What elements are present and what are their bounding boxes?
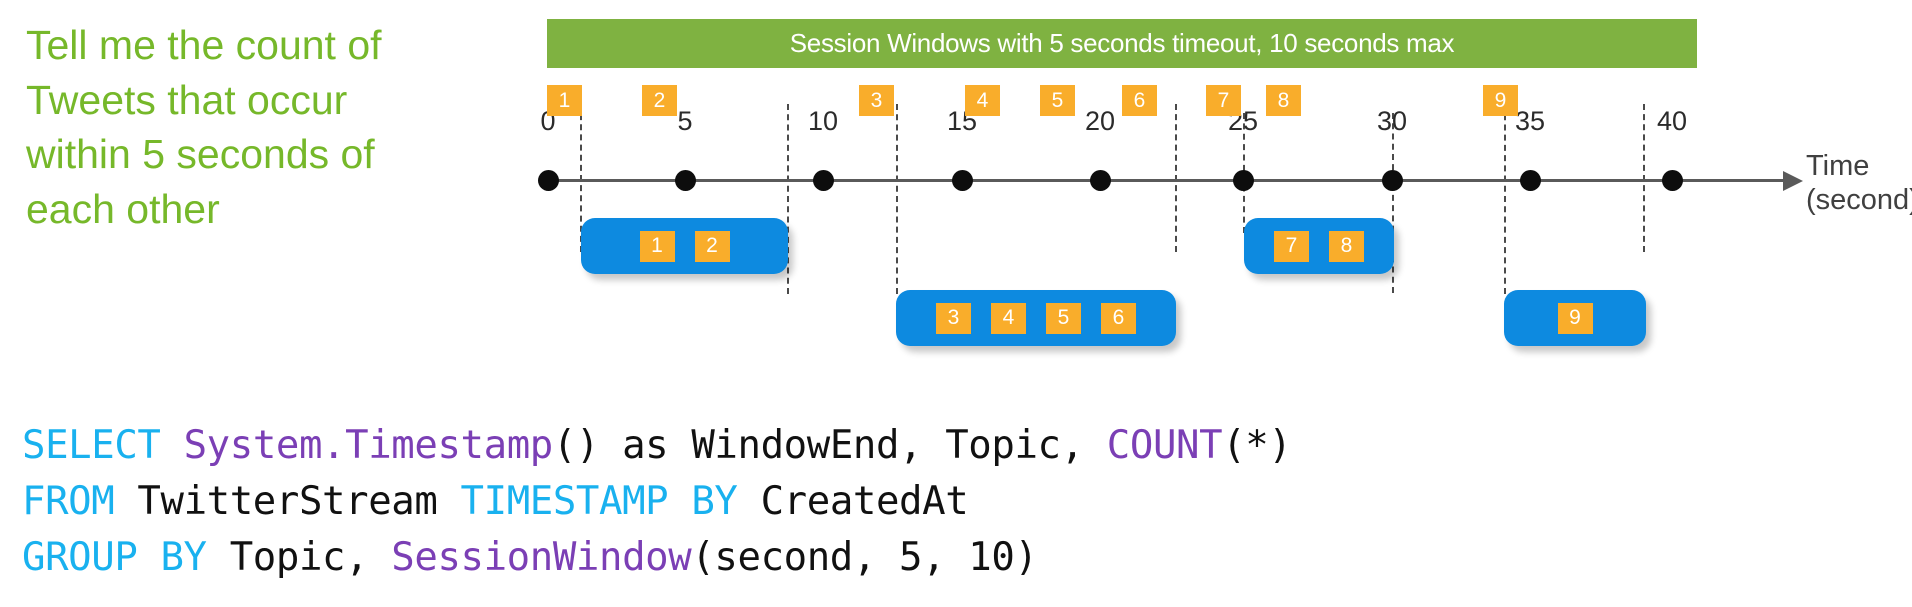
session-event-badge: 3 xyxy=(936,302,971,334)
sql-token: COUNT xyxy=(1106,423,1223,468)
window-boundary-line xyxy=(580,104,582,252)
prompt-text: Tell me the count of Tweets that occur w… xyxy=(26,18,496,236)
time-axis-tick-label: 35 xyxy=(1514,106,1546,136)
event-badge: 3 xyxy=(859,85,894,116)
event-badge: 4 xyxy=(965,85,1000,116)
time-axis-event-dot xyxy=(1382,170,1403,191)
time-axis-tick-label: 10 xyxy=(807,106,839,136)
event-badge: 5 xyxy=(1040,85,1075,116)
prompt-line-3: within 5 seconds of xyxy=(26,131,375,178)
session-event-badge: 8 xyxy=(1329,230,1364,262)
sql-token: TwitterStream xyxy=(114,479,461,525)
session-window-banner: Session Windows with 5 seconds timeout, … xyxy=(547,19,1697,68)
event-badge: 9 xyxy=(1483,85,1518,116)
prompt-line-2: Tweets that occur xyxy=(26,76,348,123)
sql-token: TIMESTAMP BY xyxy=(460,479,738,525)
time-axis-tick-label: 30 xyxy=(1376,106,1408,136)
time-axis-event-dot xyxy=(952,170,973,191)
event-badge: 2 xyxy=(642,85,677,116)
sql-token: FROM xyxy=(22,479,115,525)
sql-line: FROM TwitterStream TIMESTAMP BY CreatedA… xyxy=(22,474,1882,530)
session-event-badge: 7 xyxy=(1274,230,1309,262)
session-event-badge: 6 xyxy=(1101,302,1136,334)
sql-token: (second, 5, 10) xyxy=(691,535,1038,581)
sql-token: CreatedAt xyxy=(737,479,969,525)
time-axis-tick-label: 5 xyxy=(677,106,693,136)
sql-token: (*) xyxy=(1222,423,1292,468)
event-badge: 6 xyxy=(1122,85,1157,116)
window-boundary-line xyxy=(1175,104,1177,252)
sql-token xyxy=(160,423,183,468)
event-badge: 7 xyxy=(1206,85,1241,116)
time-axis-event-dot xyxy=(1233,170,1254,191)
event-badge: 1 xyxy=(547,85,582,116)
session-event-badge: 1 xyxy=(639,230,675,262)
sql-token: SELECT xyxy=(22,423,161,468)
sql-line: SELECT System.Timestamp() as WindowEnd, … xyxy=(22,418,1882,474)
event-badge: 8 xyxy=(1266,85,1301,116)
time-axis-event-dot xyxy=(1090,170,1111,191)
time-axis-caption: Time (second) xyxy=(1806,150,1912,218)
sql-token: GROUP BY xyxy=(22,535,207,581)
time-axis-event-dot xyxy=(675,170,696,191)
sql-token: System.Timestamp xyxy=(183,423,554,468)
session-event-badge: 4 xyxy=(991,302,1026,334)
sql-line: GROUP BY Topic, SessionWindow(second, 5,… xyxy=(22,530,1882,586)
session-window-4: 9 xyxy=(1504,290,1646,346)
sql-token: SessionWindow xyxy=(391,535,692,581)
window-boundary-line xyxy=(1392,113,1394,293)
prompt-line-4: each other xyxy=(26,185,220,232)
session-event-badge: 5 xyxy=(1046,302,1081,334)
time-axis-event-dot xyxy=(1662,170,1683,191)
time-axis-event-dot xyxy=(538,170,559,191)
session-event-badge: 2 xyxy=(694,230,730,262)
banner-title: Session Windows with 5 seconds timeout, … xyxy=(789,28,1455,58)
window-boundary-line xyxy=(1504,104,1506,294)
sql-query: SELECT System.Timestamp() as WindowEnd, … xyxy=(22,418,1882,586)
time-axis-tick-label: 40 xyxy=(1656,106,1688,136)
window-boundary-line xyxy=(1643,104,1645,252)
sql-token: () as WindowEnd, Topic, xyxy=(552,423,1107,468)
time-axis-tick-label: 20 xyxy=(1084,106,1116,136)
time-axis-line xyxy=(545,179,1790,182)
time-axis-arrow-icon xyxy=(1783,171,1803,191)
time-axis-event-dot xyxy=(813,170,834,191)
time-axis-event-dot xyxy=(1520,170,1541,191)
time-axis-caption-line1: Time xyxy=(1806,150,1870,182)
time-axis-caption-line2: (second) xyxy=(1806,183,1912,216)
window-boundary-line xyxy=(896,104,898,294)
window-boundary-line xyxy=(787,104,789,294)
prompt-line-1: Tell me the count of xyxy=(26,22,382,68)
sql-token: Topic, xyxy=(206,535,392,581)
session-event-badge: 9 xyxy=(1557,302,1593,334)
